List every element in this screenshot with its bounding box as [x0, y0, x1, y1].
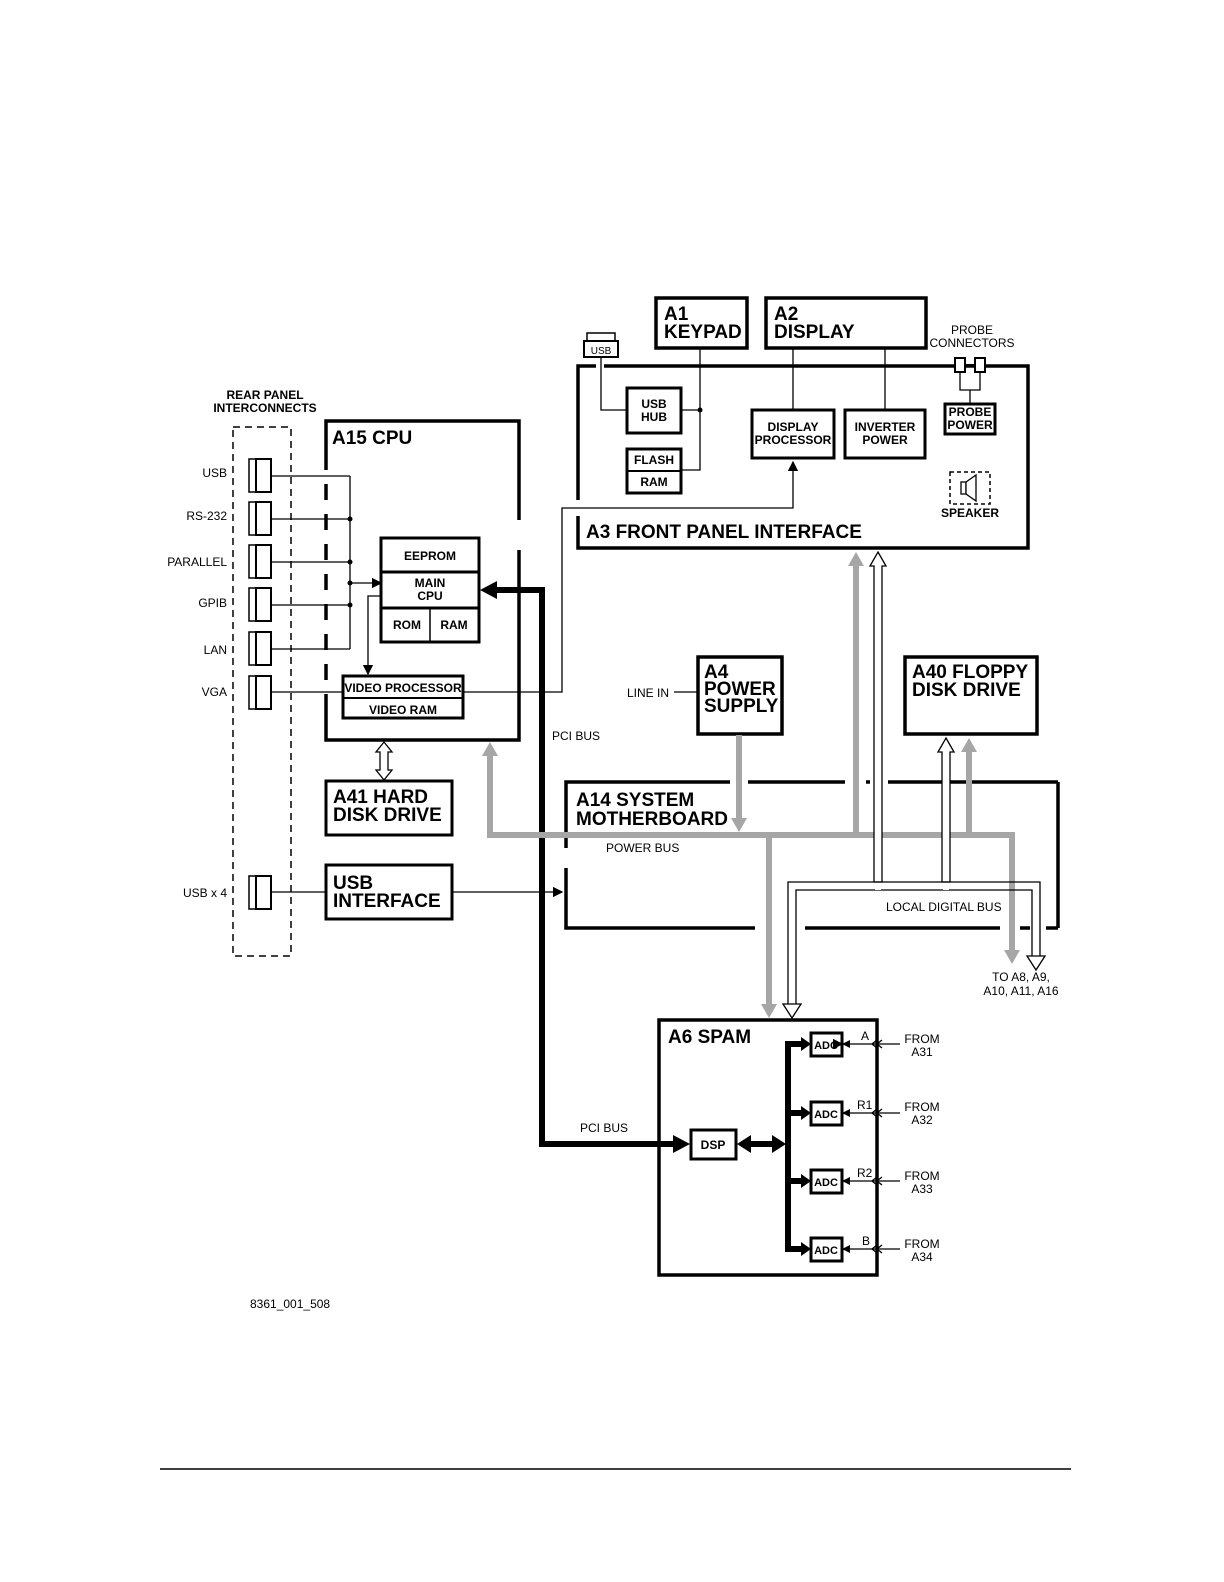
to-boards-label-2: A10, A11, A16	[983, 984, 1059, 998]
from-a31-label-2: A31	[911, 1045, 933, 1059]
power-supply-label-1: A4	[704, 662, 729, 683]
front-usb-label: USB	[591, 346, 612, 357]
from-a33-label-2: A33	[911, 1182, 933, 1196]
pci-bus-label-bottom: PCI BUS	[580, 1121, 628, 1135]
port-label-rs232: RS-232	[186, 509, 227, 523]
local-digital-bus	[781, 550, 1047, 1020]
from-a34-label-1: FROM	[904, 1237, 939, 1251]
rear-panel: REAR PANEL INTERCONNECTS	[213, 388, 317, 957]
channel-r2-label: R2	[857, 1166, 873, 1180]
rom-label: ROM	[393, 618, 421, 632]
spam-board: A6 SPAM DSP ADC ADC ADC ADC A R1 R2 B	[657, 1018, 940, 1277]
usb-interface-label-2: INTERFACE	[333, 891, 441, 912]
front-ram-label: RAM	[640, 475, 667, 489]
port-label-usb: USB	[202, 466, 227, 480]
display-label-1: A2	[774, 304, 798, 325]
to-boards-label-1: TO A8, A9,	[992, 970, 1050, 984]
display-processor-label-2: PROCESSOR	[755, 433, 832, 447]
from-a34-label-2: A34	[911, 1250, 933, 1264]
hard-disk-drive: A41 HARD DISK DRIVE	[324, 740, 454, 837]
power-supply: A4 POWER SUPPLY LINE IN	[627, 655, 784, 736]
rear-port-connectors	[248, 458, 272, 910]
keypad-label-2: KEYPAD	[664, 322, 742, 343]
floppy-label-1: A40 FLOPPY	[912, 662, 1028, 683]
inverter-power-label-2: POWER	[862, 433, 908, 447]
display-label-2: DISPLAY	[774, 322, 855, 343]
power-supply-label-2: POWER	[704, 679, 776, 700]
port-label-parallel: PARALLEL	[167, 555, 227, 569]
probe-power-label-1: PROBE	[949, 405, 992, 419]
power-bus-label: POWER BUS	[606, 841, 679, 855]
cpu-ram-label: RAM	[440, 618, 467, 632]
system-motherboard: A14 SYSTEM MOTHERBOARD POWER BUS LOCAL D…	[564, 780, 1060, 930]
front-panel-interface: A3 FRONT PANEL INTERFACE USB USB HUB FLA…	[576, 323, 1030, 550]
usb-interface: USB INTERFACE	[271, 863, 564, 921]
power-bus	[482, 552, 1020, 1018]
port-label-lan: LAN	[204, 643, 227, 657]
keypad: A1 KEYPAD	[654, 296, 749, 350]
port-label-usb-x4: USB x 4	[183, 886, 227, 900]
adc-a-label: ADC	[814, 1040, 838, 1052]
adc-b-label: ADC	[814, 1245, 838, 1257]
local-digital-bus-label: LOCAL DIGITAL BUS	[886, 900, 1002, 914]
rear-panel-title-2: INTERCONNECTS	[213, 401, 316, 415]
main-cpu-label-1: MAIN	[415, 576, 446, 590]
video-ram-label: VIDEO RAM	[369, 703, 437, 717]
usb-hub-label-2: HUB	[641, 410, 667, 424]
line-in-label: LINE IN	[627, 686, 669, 700]
display-processor-label-1: DISPLAY	[768, 420, 819, 434]
keypad-label-1: A1	[664, 304, 689, 325]
hard-disk-label-1: A41 HARD	[333, 787, 428, 808]
floppy-label-2: DISK DRIVE	[912, 680, 1021, 701]
flash-label: FLASH	[634, 453, 674, 467]
motherboard-label-2: MOTHERBOARD	[576, 809, 728, 830]
adc-r1-label: ADC	[814, 1109, 838, 1121]
eeprom-label: EEPROM	[404, 549, 456, 563]
cpu-title: A15 CPU	[332, 428, 412, 449]
main-cpu-label-2: CPU	[417, 589, 442, 603]
usb-interface-label-1: USB	[333, 873, 373, 894]
figure-id: 8361_001_508	[250, 1297, 330, 1311]
probe-connectors-label-2: CONNECTORS	[929, 336, 1014, 350]
pci-bus: PCI BUS PCI BUS	[480, 581, 690, 1153]
port-label-vga: VGA	[202, 685, 227, 699]
hard-disk-label-2: DISK DRIVE	[333, 805, 442, 826]
motherboard-label-1: A14 SYSTEM	[576, 790, 694, 811]
video-processor-label: VIDEO PROCESSOR	[344, 681, 462, 695]
speaker-label: SPEAKER	[941, 506, 999, 520]
adc-r2-label: ADC	[814, 1177, 838, 1189]
usb-hub-label-1: USB	[641, 397, 667, 411]
channel-b-label: B	[862, 1234, 870, 1248]
power-supply-label-3: SUPPLY	[704, 696, 779, 717]
display: A2 DISPLAY	[764, 296, 928, 350]
cpu-blocks: EEPROM MAIN CPU ROM RAM VIDEO PROCESSOR …	[341, 536, 481, 720]
from-a32-label-1: FROM	[904, 1100, 939, 1114]
floppy-disk-drive: A40 FLOPPY DISK DRIVE	[903, 655, 1039, 736]
video-to-display-wire	[463, 460, 799, 693]
front-panel-title: A3 FRONT PANEL INTERFACE	[586, 522, 862, 543]
channel-a-label: A	[861, 1029, 869, 1043]
pci-bus-label-top: PCI BUS	[552, 729, 600, 743]
rear-panel-title-1: REAR PANEL	[226, 388, 303, 402]
from-a31-label-1: FROM	[904, 1032, 939, 1046]
port-wires	[271, 475, 383, 693]
cpu-board: A15 CPU	[323, 419, 522, 742]
from-a33-label-1: FROM	[904, 1169, 939, 1183]
from-a32-label-2: A32	[911, 1113, 933, 1127]
inverter-power-label-1: INVERTER	[855, 420, 916, 434]
probe-connectors-label-1: PROBE	[951, 323, 993, 337]
probe-power-label-2: POWER	[947, 418, 993, 432]
dsp-label: DSP	[701, 1138, 726, 1152]
port-label-gpib: GPIB	[198, 596, 227, 610]
speaker-icon	[960, 473, 977, 503]
spam-title: A6 SPAM	[668, 1027, 751, 1048]
channel-r1-label: R1	[857, 1098, 873, 1112]
